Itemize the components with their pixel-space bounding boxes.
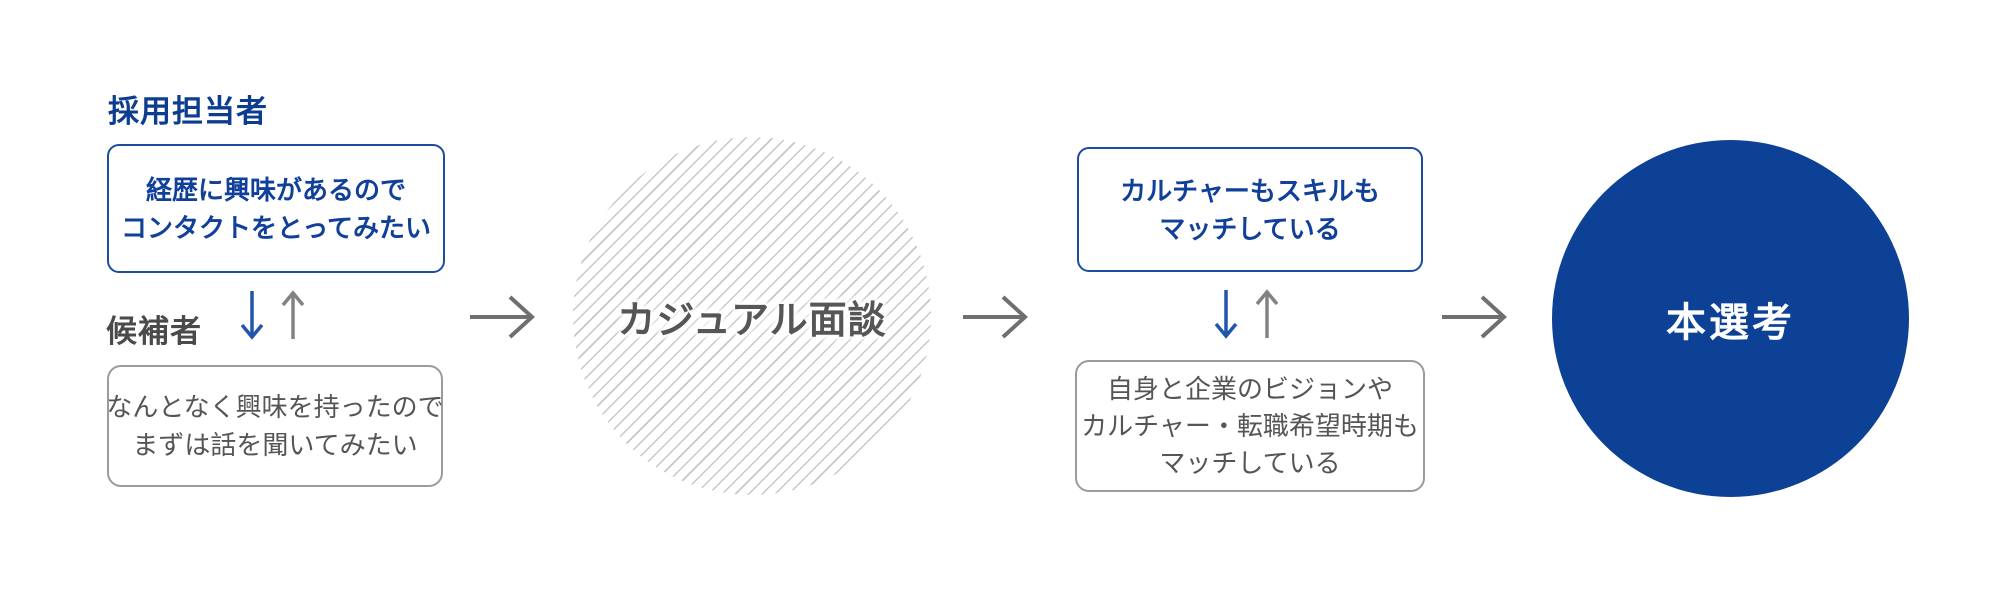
casual-interview-label: カジュアル面談: [617, 299, 887, 342]
thought-line: 経歴に興味があるので: [145, 174, 406, 205]
arrow-up-icon: [1255, 289, 1279, 338]
exchange-arrows-1: [240, 289, 305, 341]
main-selection-circle: 本選考: [1552, 140, 1909, 497]
arrow-up-icon: [281, 290, 305, 339]
arrow-right-icon: [963, 295, 1028, 339]
recruiter-thought-box-1: 経歴に興味があるので コンタクトをとってみたい: [107, 144, 445, 273]
main-selection-label: 本選考: [1666, 300, 1795, 345]
thought-line: マッチしている: [1159, 213, 1341, 244]
thought-line: カルチャーもスキルも: [1120, 175, 1380, 206]
thought-line: まずは話を聞いてみたい: [132, 430, 418, 460]
candidate-label: 候補者: [106, 314, 202, 349]
exchange-arrows-2: [1214, 288, 1279, 340]
candidate-thought-box-1: なんとなく興味を持ったので まずは話を聞いてみたい: [106, 365, 444, 487]
thought-line: なんとなく興味を持ったので: [106, 392, 444, 422]
recruiter-thought-box-2: カルチャーもスキルも マッチしている: [1077, 147, 1423, 272]
thought-line: 自身と企業のビジョンや: [1106, 373, 1393, 404]
thought-line: カルチャー・転職希望時期も: [1081, 410, 1419, 441]
casual-interview-circle: カジュアル面談: [573, 137, 931, 495]
arrow-down-icon: [240, 291, 264, 340]
arrow-right-icon: [1442, 295, 1507, 339]
candidate-thought-box-2: 自身と企業のビジョンや カルチャー・転職希望時期も マッチしている: [1075, 360, 1425, 492]
recruiter-label: 採用担当者: [108, 94, 268, 129]
arrow-down-icon: [1214, 290, 1238, 339]
arrow-right-icon: [470, 295, 535, 339]
thought-line: コンタクトをとってみたい: [121, 212, 431, 243]
thought-line: マッチしている: [1159, 447, 1341, 478]
